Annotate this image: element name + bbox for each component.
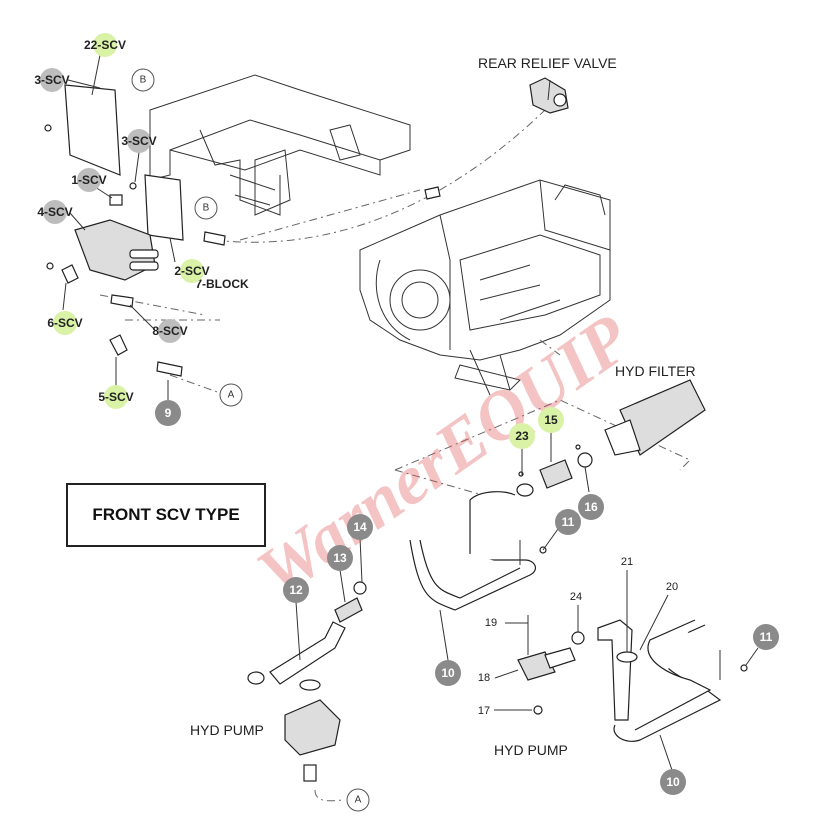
reference-circles: B B A A [131,68,370,812]
callout-16: 16 [584,500,598,514]
elbow-and-fitting-drawing [517,615,638,721]
green-callouts: 23 15 [509,407,564,449]
scv-callouts: 22-SCV 3-SCV 3-SCV 1-SCV 4-SCV 2-SCV 6-S… [34,33,210,409]
ref-a-lower: A [355,795,362,806]
callout-22-scv: 22-SCV [84,38,126,52]
callout-8-scv: 8-SCV [152,324,187,338]
callout-19: 19 [485,617,497,629]
label-rear-relief-valve: REAR RELIEF VALVE [478,55,617,71]
callout-12: 12 [289,583,303,597]
ref-b-upper: B [140,75,147,86]
callout-10-upper: 10 [441,666,455,680]
callout-9: 9 [165,406,172,420]
ref-a-upper: A [228,390,235,401]
callout-20: 20 [666,581,678,593]
callout-21: 21 [621,556,633,568]
callout-4-scv: 4-SCV [37,205,72,219]
callout-24: 24 [570,591,582,603]
plain-callouts: 21 20 24 19 18 17 [478,556,678,717]
callout-11-right: 11 [760,630,773,644]
callout-23: 23 [515,429,529,443]
label-7-block: 7-BLOCK [195,277,249,291]
callout-15: 15 [544,413,558,427]
front-scv-type-label: FRONT SCV TYPE [92,505,240,524]
callout-1-scv: 1-SCV [71,173,106,187]
callout-18: 18 [478,672,490,684]
callout-3-scv-upper: 3-SCV [34,73,69,87]
gray-callouts: 9 14 13 12 10 11 16 11 10 [155,400,779,795]
routing-dash-lines [99,109,691,802]
hose-and-clamps-drawing [516,459,573,497]
callout-6-scv: 6-SCV [47,316,82,330]
rear-relief-valve-drawing [529,77,569,114]
hyd-filter-drawing [575,379,706,468]
callout-17: 17 [478,705,490,717]
suction-pipe-drawing [247,581,367,685]
callout-14: 14 [353,520,367,534]
callout-11-center: 11 [562,515,575,529]
pipe-10-lower-drawing [613,619,748,742]
label-hyd-pump-right: HYD PUMP [494,742,568,758]
ref-b-lower: B [203,203,210,214]
hyd-pump-left-drawing [284,679,341,782]
tractor-frame-drawing [149,74,411,216]
label-hyd-pump-left: HYD PUMP [190,722,264,738]
callout-10-lower: 10 [666,775,680,789]
label-hyd-filter: HYD FILTER [615,363,696,379]
scv-valve-drawing [44,84,441,377]
front-scv-type-box: FRONT SCV TYPE [66,483,266,547]
callout-2-scv: 2-SCV [174,264,209,278]
transmission-housing-drawing [359,179,611,396]
callout-13: 13 [333,551,347,565]
callout-3-scv-lower: 3-SCV [121,134,156,148]
callout-5-scv: 5-SCV [98,390,133,404]
